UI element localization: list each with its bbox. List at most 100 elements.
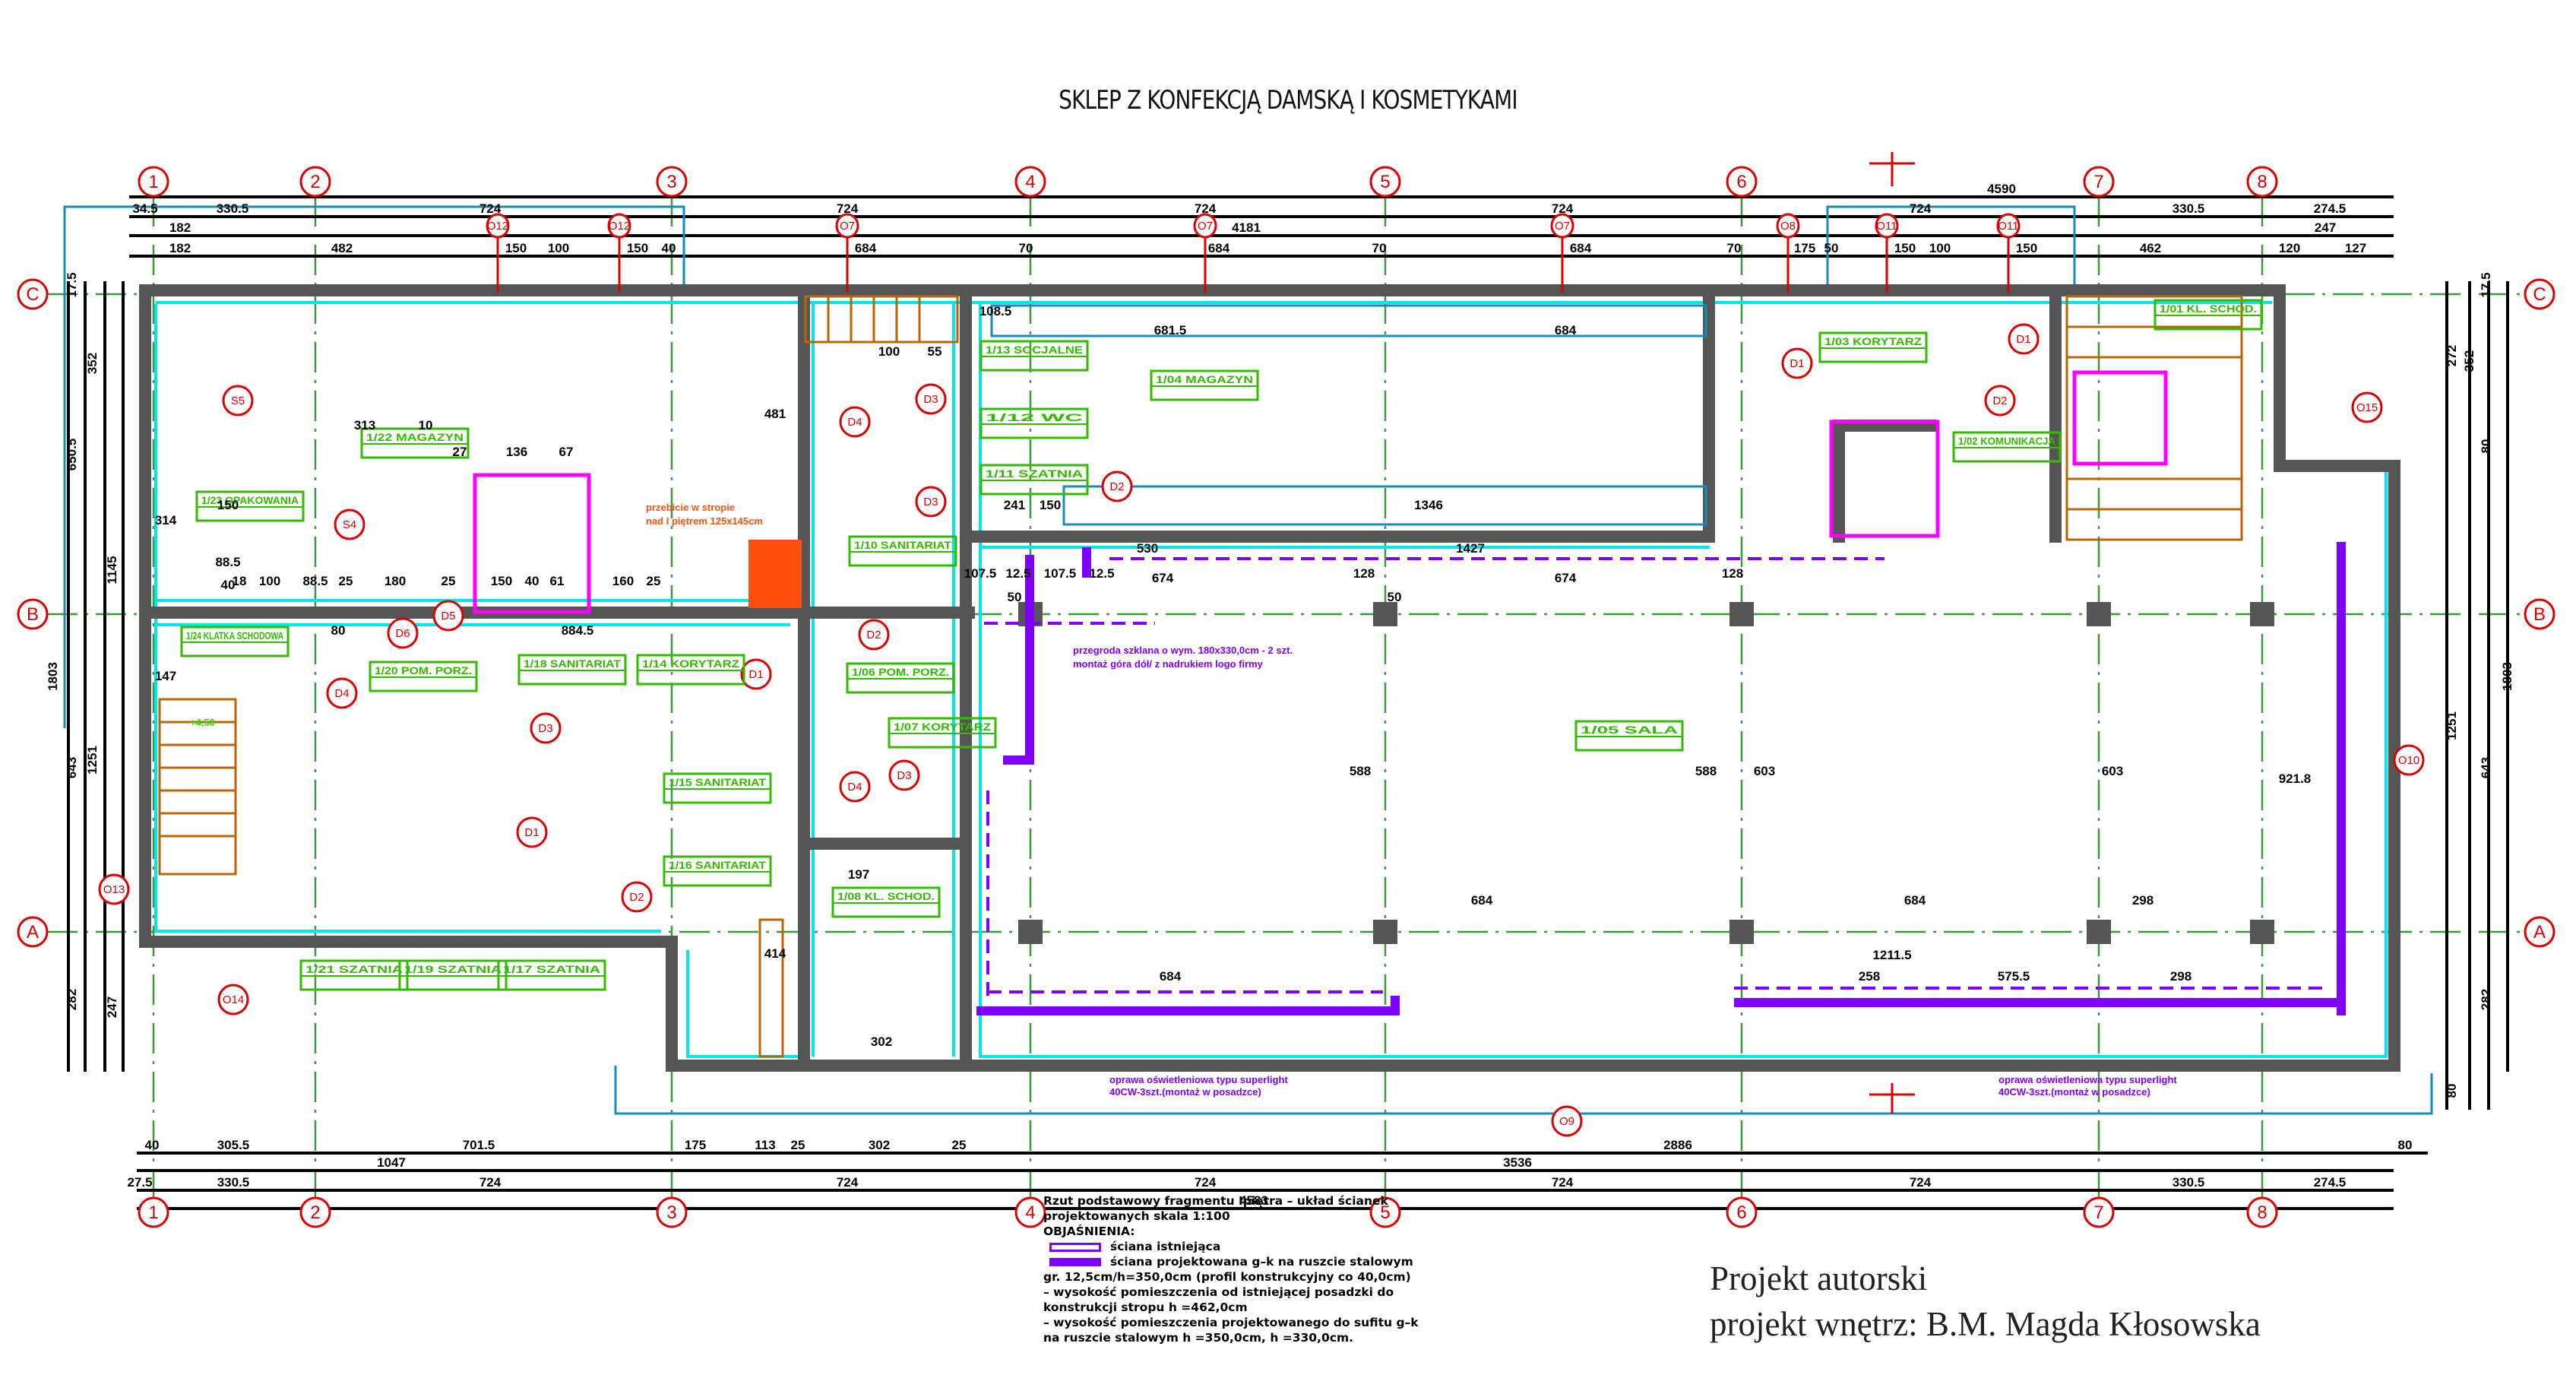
room-label: 1/06 POM. PORZ. [852, 666, 949, 678]
dimension-label: 25 [339, 574, 353, 588]
grid-bubble [2246, 1196, 2278, 1228]
dimension-label: 2886 [1663, 1138, 1692, 1152]
dimension-label: 27.5 [127, 1175, 152, 1190]
tag-label: D3 [897, 769, 911, 782]
grid-bubble [299, 1196, 331, 1228]
legend-line-5: konstrukcji stropu h =462,0cm [1043, 1301, 1248, 1314]
dimension-label: 17.5 [2479, 272, 2493, 297]
dimension-label: 150 [1894, 241, 1916, 255]
tag-label: O7 [840, 220, 855, 233]
tag-label: D3 [923, 496, 938, 508]
dimension-label: 588 [1350, 764, 1371, 778]
grid-bubble-label: 8 [2257, 1202, 2267, 1223]
dimension-label: 1211.5 [1872, 948, 1911, 962]
tag-circle [1875, 213, 1899, 239]
column [2087, 920, 2111, 944]
existing-walls [139, 284, 2400, 1072]
room-label: 1/15 SANITARIAT [669, 776, 766, 788]
legend-item-existing: ściana istniejąca [1043, 1239, 1419, 1254]
dimension-label: 50 [1824, 241, 1839, 255]
dimension-label: 724 [1552, 1175, 1574, 1190]
tag-circle [621, 881, 653, 913]
grid-bubble [656, 1196, 688, 1228]
axis-grid-lines [47, 196, 2524, 1198]
tag-label: O11 [1876, 220, 1897, 233]
tag-circle [334, 508, 366, 540]
legend-line-4: – wysokość pomieszczenia od istniejącej … [1043, 1285, 1394, 1299]
room-label: 1/04 MAGAZYN [1156, 373, 1253, 385]
dimension-label: 4181 [1232, 220, 1261, 235]
dimension-label: 25 [952, 1138, 967, 1152]
legend-item-existing-label: ściana istniejąca [1110, 1240, 1221, 1253]
dimension-label: 3536 [1503, 1155, 1532, 1170]
tag-label: D1 [748, 668, 763, 681]
grid-bubble-label: 6 [1736, 1202, 1746, 1223]
dimension-label: 88.5 [302, 574, 328, 588]
dimension-label: 107.5 [1044, 566, 1077, 581]
dimension-label: 100 [548, 241, 569, 255]
grid-bubble-label: 2 [310, 1202, 320, 1223]
dimension-label: 724 [1195, 1175, 1217, 1190]
dimension-label: 80 [331, 623, 346, 638]
dimension-label: 25 [441, 574, 456, 588]
legend-line-2: projektowanych skala 1:100 [1043, 1209, 1230, 1223]
grid-bubble-label: C [2533, 284, 2546, 305]
dimension-label: 80 [2398, 1138, 2413, 1152]
dimension-label: 150 [2016, 241, 2037, 255]
dimension-label: 61 [550, 574, 565, 588]
projected-wall-swatch [1049, 1258, 1101, 1266]
inner-finish-lines [154, 301, 2388, 1058]
dimension-label: 282 [2479, 989, 2493, 1010]
tag-label: D1 [2016, 333, 2030, 346]
tag-label: O13 [103, 883, 125, 896]
room-label: 1/17 SZATNIA [503, 963, 600, 975]
legend-line-7: na ruszcie stalowym h =350,0cm, h =330,0… [1043, 1331, 1353, 1345]
dimension-label: 150 [491, 574, 512, 588]
dimension-label: 136 [506, 445, 527, 459]
dimension-label: 100 [1929, 241, 1951, 255]
dimension-label: 12.5 [1089, 566, 1114, 581]
dimension-label: 313 [354, 418, 375, 432]
dimension-label: 684 [855, 241, 877, 255]
dimension-label: 588 [1695, 764, 1717, 778]
dimension-label: 684 [1471, 893, 1493, 908]
dimension-label: 120 [2279, 241, 2300, 255]
opening-in-ceiling [748, 540, 802, 608]
section-marker-top [1869, 152, 1915, 186]
dimension-label: 1047 [377, 1155, 406, 1170]
dimension-label: 27 [453, 445, 467, 459]
dimension-label: 247 [105, 996, 119, 1018]
dimension-label: 113 [755, 1138, 775, 1152]
drawing-title: SKLEP Z KONFEKCJĄ DAMSKĄ I KOSMETYKAMI [1059, 85, 1517, 116]
dimension-label: 724 [837, 1175, 859, 1190]
grid-bubble-label: 2 [310, 172, 320, 192]
projected-walls [976, 542, 2346, 1015]
dimension-label: 182 [169, 220, 191, 235]
tag-label: D2 [866, 629, 881, 642]
tag-circle [432, 600, 464, 632]
dimension-label: 298 [2132, 893, 2154, 908]
grid-bubble-label: 4 [1025, 172, 1035, 192]
room-label: 1/20 POM. PORZ. [375, 664, 472, 676]
column [1373, 602, 1397, 626]
dimension-label: 724 [1910, 1175, 1932, 1190]
tag-circle [2393, 744, 2425, 776]
level-mark: +4,50 [190, 717, 215, 728]
dimension-label: 100 [259, 574, 280, 588]
dimension-label: 70 [1727, 241, 1742, 255]
grid-bubble-label: 1 [148, 1202, 158, 1223]
room-label: 1/18 SANITARIAT [524, 657, 621, 670]
tag-circle [1550, 213, 1574, 239]
tag-circle [915, 383, 947, 415]
grid-bubble [2524, 598, 2555, 630]
signature: Projekt autorski projekt wnętrz: B.M. Ma… [1710, 1256, 2261, 1347]
dimension-label: 330.5 [217, 201, 249, 216]
tag-circle [1101, 470, 1133, 502]
dimension-label: 34.5 [132, 201, 157, 216]
legend-line-6: – wysokość pomieszczenia projektowanego … [1043, 1316, 1419, 1329]
column [1729, 920, 1754, 944]
tag-circle [835, 213, 859, 239]
grid-bubble [2524, 278, 2555, 310]
